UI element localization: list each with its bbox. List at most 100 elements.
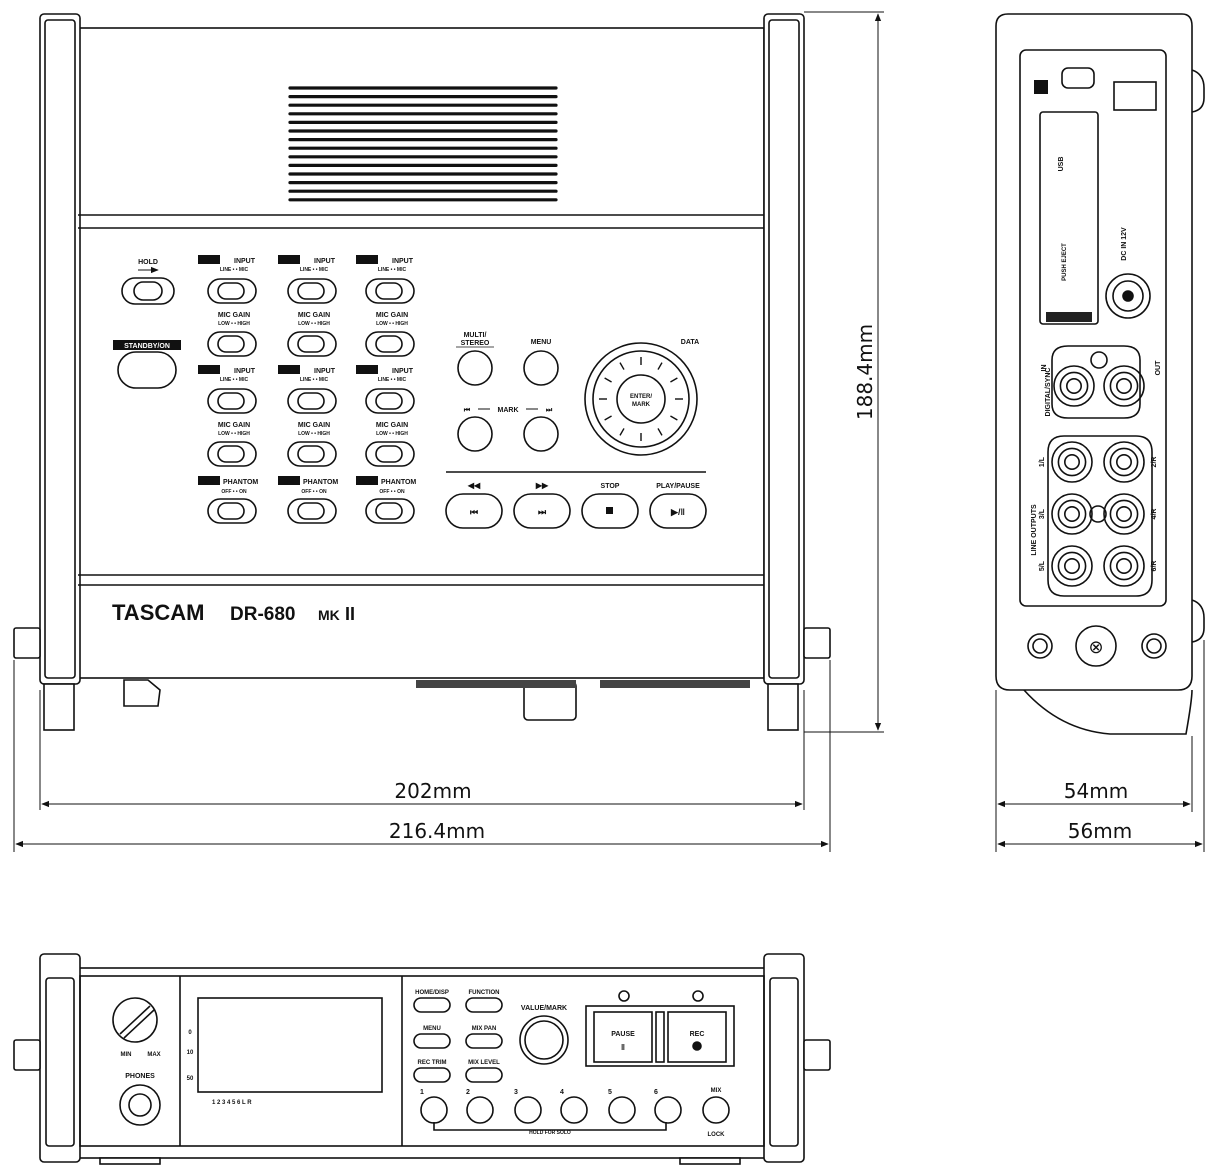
side-view: ⊗ [995, 13, 1205, 735]
mic-gain-switch[interactable] [365, 331, 415, 357]
mix-level-button[interactable] [465, 1067, 503, 1083]
ff-label: ▶▶ [535, 481, 549, 490]
input-switch[interactable] [207, 388, 257, 414]
line-out-jack[interactable] [1103, 493, 1145, 535]
phantom-switch[interactable] [365, 498, 415, 524]
track-4-button[interactable] [560, 1096, 588, 1124]
mic-gain-switch[interactable] [365, 441, 415, 467]
wheel-tick [670, 377, 678, 383]
menu-button[interactable] [523, 350, 559, 386]
standby-button[interactable] [117, 351, 177, 389]
track-2-button[interactable] [466, 1096, 494, 1124]
wheel-tick [604, 377, 612, 383]
stop-label: STOP [601, 483, 620, 490]
phantom-switch-label: OFF • • ON [221, 489, 247, 495]
digital-out-jack[interactable] [1103, 365, 1145, 407]
channel-number: 5 [365, 258, 369, 265]
screw-icon [1090, 351, 1108, 369]
min-label: MIN [121, 1052, 132, 1058]
input-label: INPUT [314, 258, 336, 265]
data-label: DATA [681, 339, 699, 346]
gain-switch-label: LOW • • HIGH [298, 431, 330, 437]
input-switch[interactable] [365, 388, 415, 414]
rec-label: REC [690, 1031, 705, 1038]
data-wheel[interactable] [584, 342, 698, 456]
mic-gain-switch[interactable] [207, 441, 257, 467]
track-6-button[interactable] [654, 1096, 682, 1124]
mic-gain-label: MIC GAIN [218, 422, 250, 429]
top-view [13, 13, 831, 731]
function-button[interactable] [465, 997, 503, 1013]
multi-label-1: MULTI/ [464, 332, 487, 339]
rec-button[interactable] [667, 1011, 727, 1063]
line-out-jack[interactable] [1051, 441, 1093, 483]
digital-sync-label: DIGITAL/SYNC [1045, 368, 1052, 417]
track-5-button[interactable] [608, 1096, 636, 1124]
push-eject-label: PUSH EJECT [1062, 243, 1068, 281]
dc-in-jack[interactable] [1105, 273, 1151, 319]
svg-text:▶/‖: ▶/‖ [670, 507, 685, 517]
mark-next-button[interactable] [523, 416, 559, 452]
mix-button[interactable] [702, 1096, 730, 1124]
svg-text:⏭: ⏭ [538, 507, 547, 517]
rec-trim-label: REC TRIM [418, 1060, 447, 1066]
phantom-switch[interactable] [207, 498, 257, 524]
digital-in-label: IN [1041, 365, 1048, 372]
enter-mark-button[interactable] [616, 374, 666, 424]
rec-trim-button[interactable] [413, 1067, 451, 1083]
mount-screw-icon [1075, 625, 1117, 667]
input-switch[interactable] [365, 278, 415, 304]
line-out-jack[interactable] [1103, 545, 1145, 587]
ff-button[interactable] [513, 493, 571, 529]
line-out-jack[interactable] [1103, 441, 1145, 483]
digital-in-jack[interactable] [1053, 365, 1095, 407]
wheel-tick [619, 362, 625, 370]
lock-icon [1034, 80, 1048, 94]
wheel-tick [657, 362, 663, 370]
mic-gain-label: MIC GAIN [218, 312, 250, 319]
phones-jack[interactable] [119, 1084, 161, 1126]
line-out-jack[interactable] [1051, 493, 1093, 535]
phantom-label: PHANTOM [303, 479, 338, 486]
mic-gain-switch[interactable] [207, 331, 257, 357]
value-mark-wheel[interactable] [519, 1015, 569, 1065]
phantom-switch[interactable] [287, 498, 337, 524]
play-pause-button[interactable] [649, 493, 707, 529]
input-switch[interactable] [287, 388, 337, 414]
body-depth-dimension: 54mm [1064, 779, 1128, 803]
phantom-switch-label: OFF • • ON [301, 489, 327, 495]
phones-level-knob[interactable] [112, 997, 158, 1043]
side-view-labels: USB DC IN 12V PUSH EJECT DIGITAL/SYNC IN… [1031, 157, 1162, 572]
pause-button[interactable] [593, 1011, 653, 1063]
input-switch[interactable] [287, 278, 337, 304]
mix-pan-button[interactable] [465, 1033, 503, 1049]
home-disp-button[interactable] [413, 997, 451, 1013]
rew-button[interactable] [445, 493, 503, 529]
multi-stereo-button[interactable] [457, 350, 493, 386]
dc-jack-cover [1113, 81, 1157, 111]
sd-card-slot[interactable] [1039, 111, 1099, 325]
model-suffix: MK [318, 607, 340, 623]
mark-prev-button[interactable] [457, 416, 493, 452]
phantom-switch-label: OFF • • ON [379, 489, 405, 495]
front-menu-button[interactable] [413, 1033, 451, 1049]
mic-gain-switch[interactable] [287, 331, 337, 357]
channel-number: 4 [287, 368, 291, 375]
stop-button[interactable] [581, 493, 639, 529]
line-out-jack[interactable] [1051, 545, 1093, 587]
mic-gain-switch[interactable] [287, 441, 337, 467]
value-mark-label: VALUE/MARK [521, 1005, 567, 1012]
line-out-left-label: 3/L [1039, 508, 1046, 519]
track-3-button[interactable] [514, 1096, 542, 1124]
track-number-label: 5 [608, 1089, 612, 1096]
gain-switch-label: LOW • • HIGH [376, 431, 408, 437]
enter-label-1: ENTER/ [630, 394, 652, 400]
gain-switch-label: LOW • • HIGH [218, 431, 250, 437]
track-number-label: 1 [420, 1089, 424, 1096]
input-label: INPUT [392, 258, 414, 265]
input-switch[interactable] [207, 278, 257, 304]
mix-level-label: MIX LEVEL [468, 1060, 500, 1066]
usb-port[interactable] [1061, 67, 1095, 89]
total-depth-dimension: 56mm [1068, 819, 1132, 843]
hold-switch[interactable] [121, 277, 175, 305]
